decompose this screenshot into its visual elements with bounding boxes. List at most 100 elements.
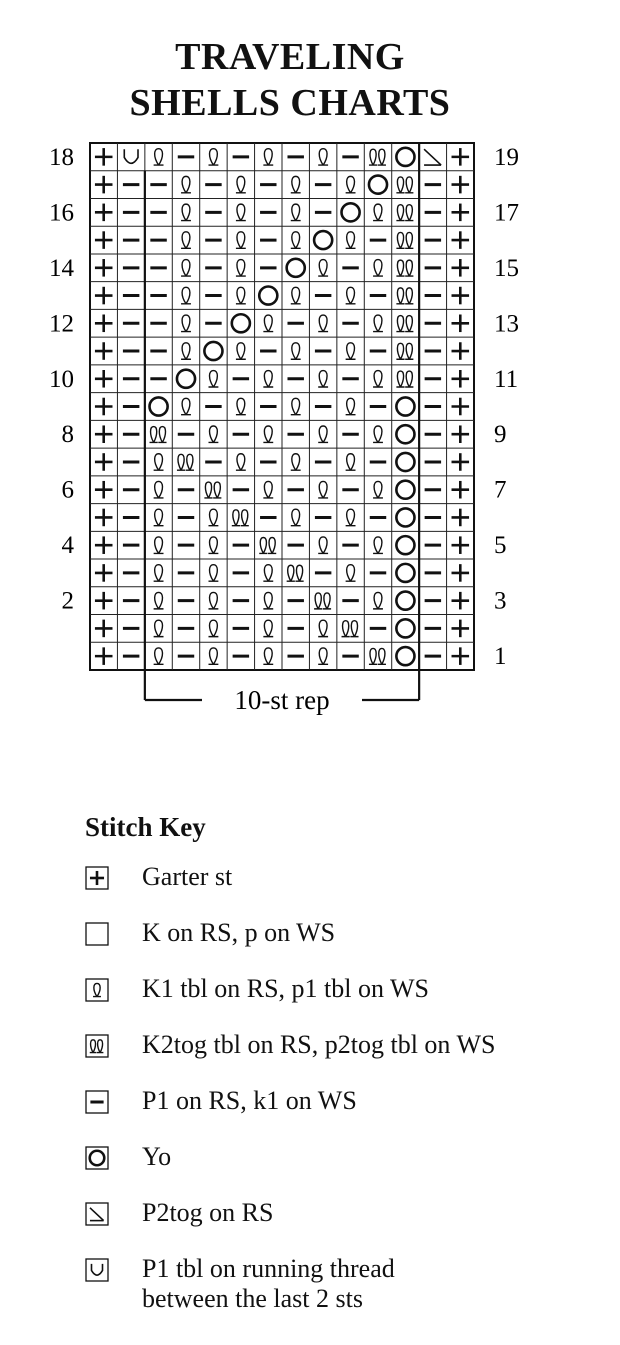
k2tog-tbl-icon xyxy=(396,203,414,222)
k1-tbl-icon xyxy=(181,231,191,250)
k2tog-tbl-icon xyxy=(176,453,194,471)
k1-tbl-icon xyxy=(181,203,191,222)
garter-st-icon xyxy=(451,480,470,499)
yo-icon xyxy=(395,479,416,501)
row-number-left: 6 xyxy=(62,477,75,504)
yo-icon xyxy=(85,1146,109,1170)
garter-st-icon xyxy=(94,369,113,388)
garter-st-icon xyxy=(94,148,113,166)
yo-icon xyxy=(175,368,197,390)
row-number-right: 15 xyxy=(494,255,519,282)
yo-icon xyxy=(395,590,416,612)
garter-st-icon xyxy=(451,619,470,638)
k1-tbl-icon xyxy=(318,536,329,555)
k1-tbl-icon xyxy=(318,314,329,333)
title-line-1: TRAVELING xyxy=(175,36,405,78)
k1-tbl-icon xyxy=(235,342,246,360)
garter-st-icon xyxy=(94,342,113,360)
garter-st-icon xyxy=(451,203,470,222)
k1-tbl-icon xyxy=(373,480,383,499)
yo-icon xyxy=(395,618,416,639)
yo-icon xyxy=(203,340,224,362)
k2tog-tbl-icon xyxy=(396,287,414,305)
chart-grid xyxy=(89,142,475,671)
garter-st-icon xyxy=(94,286,113,305)
garter-st-icon xyxy=(94,536,113,554)
garter-st-icon xyxy=(94,564,113,582)
garter-st-icon xyxy=(451,369,470,388)
k1-tbl-icon xyxy=(290,508,301,527)
k2tog-tbl-icon xyxy=(368,647,386,666)
yo-icon xyxy=(340,201,361,223)
yo-icon xyxy=(395,645,416,667)
k1-tbl-icon xyxy=(290,231,301,250)
yo-icon xyxy=(395,451,416,473)
k1-tbl-icon xyxy=(373,591,383,610)
k1-tbl-icon xyxy=(235,258,246,277)
k2tog-tbl-icon xyxy=(149,425,167,444)
k1-tbl-icon xyxy=(153,480,164,499)
garter-st-icon xyxy=(451,342,470,360)
k1-tbl-icon xyxy=(318,258,329,277)
garter-st-icon xyxy=(451,564,470,582)
garter-st-icon xyxy=(94,619,113,638)
k1-tbl-icon xyxy=(208,369,219,388)
k1-tbl-icon xyxy=(318,619,329,638)
garter-st-icon xyxy=(451,314,470,333)
title-line-2: SHELLS CHARTS xyxy=(129,82,451,124)
stitch-key-label: K on RS, p on WS xyxy=(142,918,336,947)
yo-icon xyxy=(285,257,307,279)
garter-st-icon xyxy=(451,286,470,305)
garter-st-icon xyxy=(94,425,113,444)
k1-tbl-icon xyxy=(373,536,383,555)
stitch-key-label: K1 tbl on RS, p1 tbl on WS xyxy=(142,974,430,1003)
row-number-right: 9 xyxy=(494,421,507,448)
k2tog-tbl-icon xyxy=(259,536,277,555)
row-number-right: 1 xyxy=(494,643,507,670)
k1-tbl-icon xyxy=(263,591,274,610)
k1-tbl-icon xyxy=(373,258,383,277)
k1-tbl-icon xyxy=(345,508,356,527)
garter-st-icon xyxy=(94,314,113,333)
garter-st-icon xyxy=(94,259,113,277)
row-number-left: 8 xyxy=(62,421,75,448)
k1-tbl-icon xyxy=(345,231,356,250)
k2tog-tbl-icon xyxy=(314,592,332,610)
knit-icon xyxy=(85,922,109,946)
stitch-key-label: P1 on RS, k1 on WS xyxy=(142,1086,357,1115)
k2tog-tbl-icon xyxy=(231,509,249,527)
k1-tbl-icon xyxy=(208,647,219,666)
k1-tbl-icon xyxy=(318,369,329,388)
k1-tbl-icon xyxy=(345,397,356,416)
p2tog-icon xyxy=(423,148,442,166)
k2tog-tbl-icon xyxy=(204,481,222,499)
k2tog-tbl-icon xyxy=(368,148,386,166)
garter-st-icon xyxy=(94,480,113,499)
k1-tbl-icon xyxy=(181,397,191,416)
k2tog-tbl-icon xyxy=(341,620,359,638)
yo-icon xyxy=(230,312,252,334)
k2tog-tbl-icon xyxy=(396,370,414,388)
stitch-key-label: K2tog tbl on RS, p2tog tbl on WS xyxy=(142,1030,496,1059)
k1-tbl-icon xyxy=(373,425,383,444)
row-number-right: 5 xyxy=(494,532,507,559)
garter-st-icon xyxy=(451,591,470,610)
k1-tbl-icon xyxy=(345,342,356,360)
row-number-left: 18 xyxy=(49,144,74,171)
k1-tbl-icon xyxy=(153,508,164,527)
k2tog-tbl-icon xyxy=(396,231,414,250)
k1-tbl-icon xyxy=(153,536,164,555)
chart-title: TRAVELING SHELLS CHARTS xyxy=(40,34,540,126)
garter-st-icon xyxy=(94,231,113,249)
k2tog-tbl-icon xyxy=(286,564,304,582)
k1-tbl-icon xyxy=(208,147,219,166)
k1-tbl-icon xyxy=(290,342,301,360)
k1-tbl-icon xyxy=(318,425,329,444)
row-number-right: 19 xyxy=(494,144,519,171)
k1-tbl-icon xyxy=(373,369,383,388)
row-number-left: 16 xyxy=(49,199,74,226)
k1-tbl-icon xyxy=(263,480,274,499)
k1-tbl-icon xyxy=(263,647,274,666)
p2tog-icon xyxy=(85,1202,109,1226)
k1-tbl-icon xyxy=(208,563,219,582)
